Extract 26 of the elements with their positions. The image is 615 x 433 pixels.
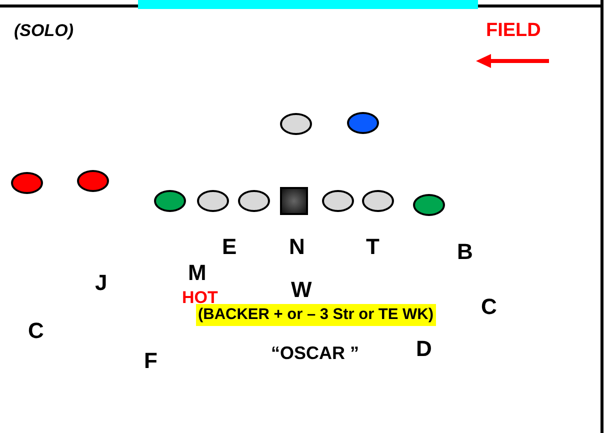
player-oval bbox=[197, 190, 229, 212]
position-letter: D bbox=[416, 335, 432, 363]
call-label: “OSCAR ” bbox=[271, 342, 360, 365]
position-letter: F bbox=[144, 347, 158, 375]
player-oval bbox=[11, 172, 43, 194]
position-letter: W bbox=[291, 276, 312, 304]
player-oval bbox=[347, 112, 379, 134]
position-letter: N bbox=[289, 233, 305, 261]
player-oval bbox=[77, 170, 109, 192]
position-letter: J bbox=[95, 269, 108, 297]
player-oval bbox=[322, 190, 354, 212]
player-oval bbox=[413, 194, 445, 216]
center-square bbox=[280, 187, 308, 215]
player-oval bbox=[238, 190, 270, 212]
field-label: FIELD bbox=[486, 19, 541, 43]
position-letter: C bbox=[481, 293, 497, 321]
position-letter: M bbox=[188, 259, 206, 287]
player-oval bbox=[280, 113, 312, 135]
formation-label: (SOLO) bbox=[14, 20, 74, 42]
position-letter: C bbox=[28, 317, 44, 345]
player-oval bbox=[362, 190, 394, 212]
position-letter: E bbox=[222, 233, 237, 261]
player-oval bbox=[154, 190, 186, 212]
position-letter: B bbox=[457, 238, 473, 266]
highlighted-note: (BACKER + or – 3 Str or TE WK) bbox=[196, 304, 436, 326]
position-letter: T bbox=[366, 233, 380, 261]
